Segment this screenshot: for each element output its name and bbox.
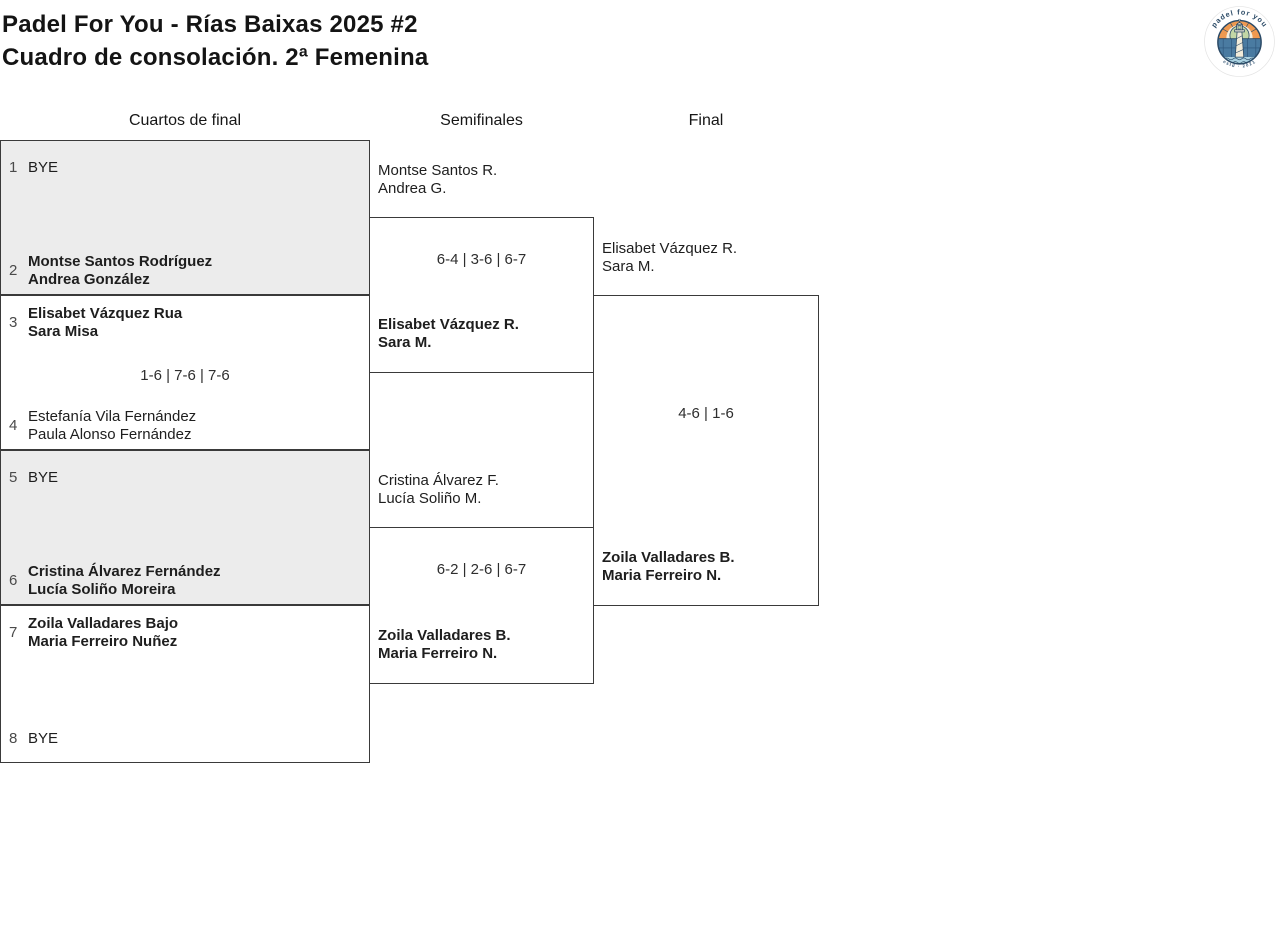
team-name: Cristina Álvarez F. Lucía Soliño M.: [378, 472, 590, 508]
team-name: Cristina Álvarez Fernández Lucía Soliño …: [28, 563, 221, 599]
team-line: BYE: [28, 730, 59, 747]
team-name: Estefanía Vila Fernández Paula Alonso Fe…: [28, 408, 196, 444]
match-box-final: Elisabet Vázquez R. Sara M. 4-6 | 1-6 Zo…: [593, 240, 819, 606]
match-slot: 5 BYE: [1, 456, 369, 500]
team-name: BYE: [28, 469, 58, 487]
team-name: Elisabet Vázquez Rua Sara Misa: [28, 305, 182, 341]
team-name: Elisabet Vázquez R. Sara M.: [378, 316, 590, 352]
match-slot: 4 Estefanía Vila Fernández Paula Alonso …: [1, 403, 369, 449]
team-line: Andrea G.: [378, 180, 447, 197]
seed-number: 8: [9, 730, 18, 747]
team-name: BYE: [28, 159, 58, 177]
team-line: Sara Misa: [28, 323, 99, 340]
team-line: Andrea González: [28, 271, 150, 288]
seed-number: 4: [9, 417, 18, 434]
team-line: Estefanía Vila Fernández: [28, 408, 197, 425]
team-name: Zoila Valladares B. Maria Ferreiro N.: [378, 627, 590, 663]
match-box-qf3: 5 BYE 6 Cristina Álvarez Fernández Lucía…: [0, 450, 370, 605]
team-line: Elisabet Vázquez Rua: [28, 305, 183, 322]
team-name: Elisabet Vázquez R. Sara M.: [602, 240, 814, 276]
team-line: Cristina Álvarez Fernández: [28, 563, 221, 580]
team-line: Zoila Valladares B.: [378, 627, 511, 644]
match-box-qf1: 1 BYE 2 Montse Santos Rodríguez Andrea G…: [0, 140, 370, 295]
match-box-qf4: 7 Zoila Valladares Bajo Maria Ferreiro N…: [0, 605, 370, 763]
team-line: Paula Alonso Fernández: [28, 426, 192, 443]
team-line: Lucía Soliño Moreira: [28, 581, 176, 598]
team-line: Sara M.: [602, 258, 655, 275]
team-line: Elisabet Vázquez R.: [378, 316, 519, 333]
team-name: Montse Santos Rodríguez Andrea González: [28, 253, 212, 289]
team-line: Maria Ferreiro N.: [378, 645, 498, 662]
team-name: BYE: [28, 730, 58, 748]
match-slot: 8 BYE: [1, 716, 369, 762]
team-line: BYE: [28, 469, 59, 486]
match-slot: 6 Cristina Álvarez Fernández Lucía Soliñ…: [1, 558, 369, 604]
bracket-subtitle: Cuadro de consolación. 2ª Femenina: [2, 44, 429, 71]
seed-number: 3: [9, 314, 18, 331]
match-score: 6-4 | 3-6 | 6-7: [436, 251, 527, 268]
team-line: Maria Ferreiro Nuñez: [28, 633, 178, 650]
team-line: Maria Ferreiro N.: [602, 567, 722, 584]
team-line: BYE: [28, 159, 59, 176]
team-line: Sara M.: [378, 334, 432, 351]
match-slot: 1 BYE: [1, 146, 369, 190]
column-header-semifinals: Semifinales: [440, 112, 523, 129]
team-line: Montse Santos Rodríguez: [28, 253, 213, 270]
team-line: Cristina Álvarez F.: [378, 472, 499, 489]
tournament-name: Padel For You - Rías Baixas 2025 #2: [2, 11, 418, 38]
team-name: Montse Santos R. Andrea G.: [378, 162, 590, 198]
match-box-sf2: Cristina Álvarez F. Lucía Soliño M. 6-2 …: [369, 472, 594, 684]
match-slot: 7 Zoila Valladares Bajo Maria Ferreiro N…: [1, 611, 369, 655]
seed-number: 5: [9, 469, 18, 486]
seed-number: 1: [9, 159, 18, 176]
padel-for-you-logo: padel for you estd · 2021: [1204, 6, 1275, 77]
team-line: Zoila Valladares B.: [602, 549, 735, 566]
team-name: Zoila Valladares Bajo Maria Ferreiro Nuñ…: [28, 615, 178, 651]
match-box-sf1: Montse Santos R. Andrea G. 6-4 | 3-6 | 6…: [369, 162, 594, 373]
match-slot: 2 Montse Santos Rodríguez Andrea Gonzále…: [1, 248, 369, 294]
lighthouse-icon: [1234, 18, 1245, 58]
team-line: Elisabet Vázquez R.: [602, 240, 738, 257]
column-header-quarterfinals: Cuartos de final: [128, 112, 242, 129]
match-score: 1-6 | 7-6 | 7-6: [140, 367, 230, 384]
team-name: Zoila Valladares B. Maria Ferreiro N.: [602, 549, 814, 585]
match-score: 4-6 | 1-6: [678, 405, 734, 422]
match-slot: 3 Elisabet Vázquez Rua Sara Misa: [1, 301, 369, 345]
seed-number: 2: [9, 262, 18, 279]
match-box-qf2: 3 Elisabet Vázquez Rua Sara Misa 1-6 | 7…: [0, 295, 370, 450]
match-score: 6-2 | 2-6 | 6-7: [436, 561, 527, 578]
team-line: Montse Santos R.: [378, 162, 498, 179]
seed-number: 7: [9, 624, 18, 641]
seed-number: 6: [9, 572, 18, 589]
team-line: Lucía Soliño M.: [378, 490, 482, 507]
page-title: Padel For You - Rías Baixas 2025 #2 Cuad…: [2, 8, 428, 74]
column-header-final: Final: [688, 112, 724, 129]
team-line: Zoila Valladares Bajo: [28, 615, 179, 632]
